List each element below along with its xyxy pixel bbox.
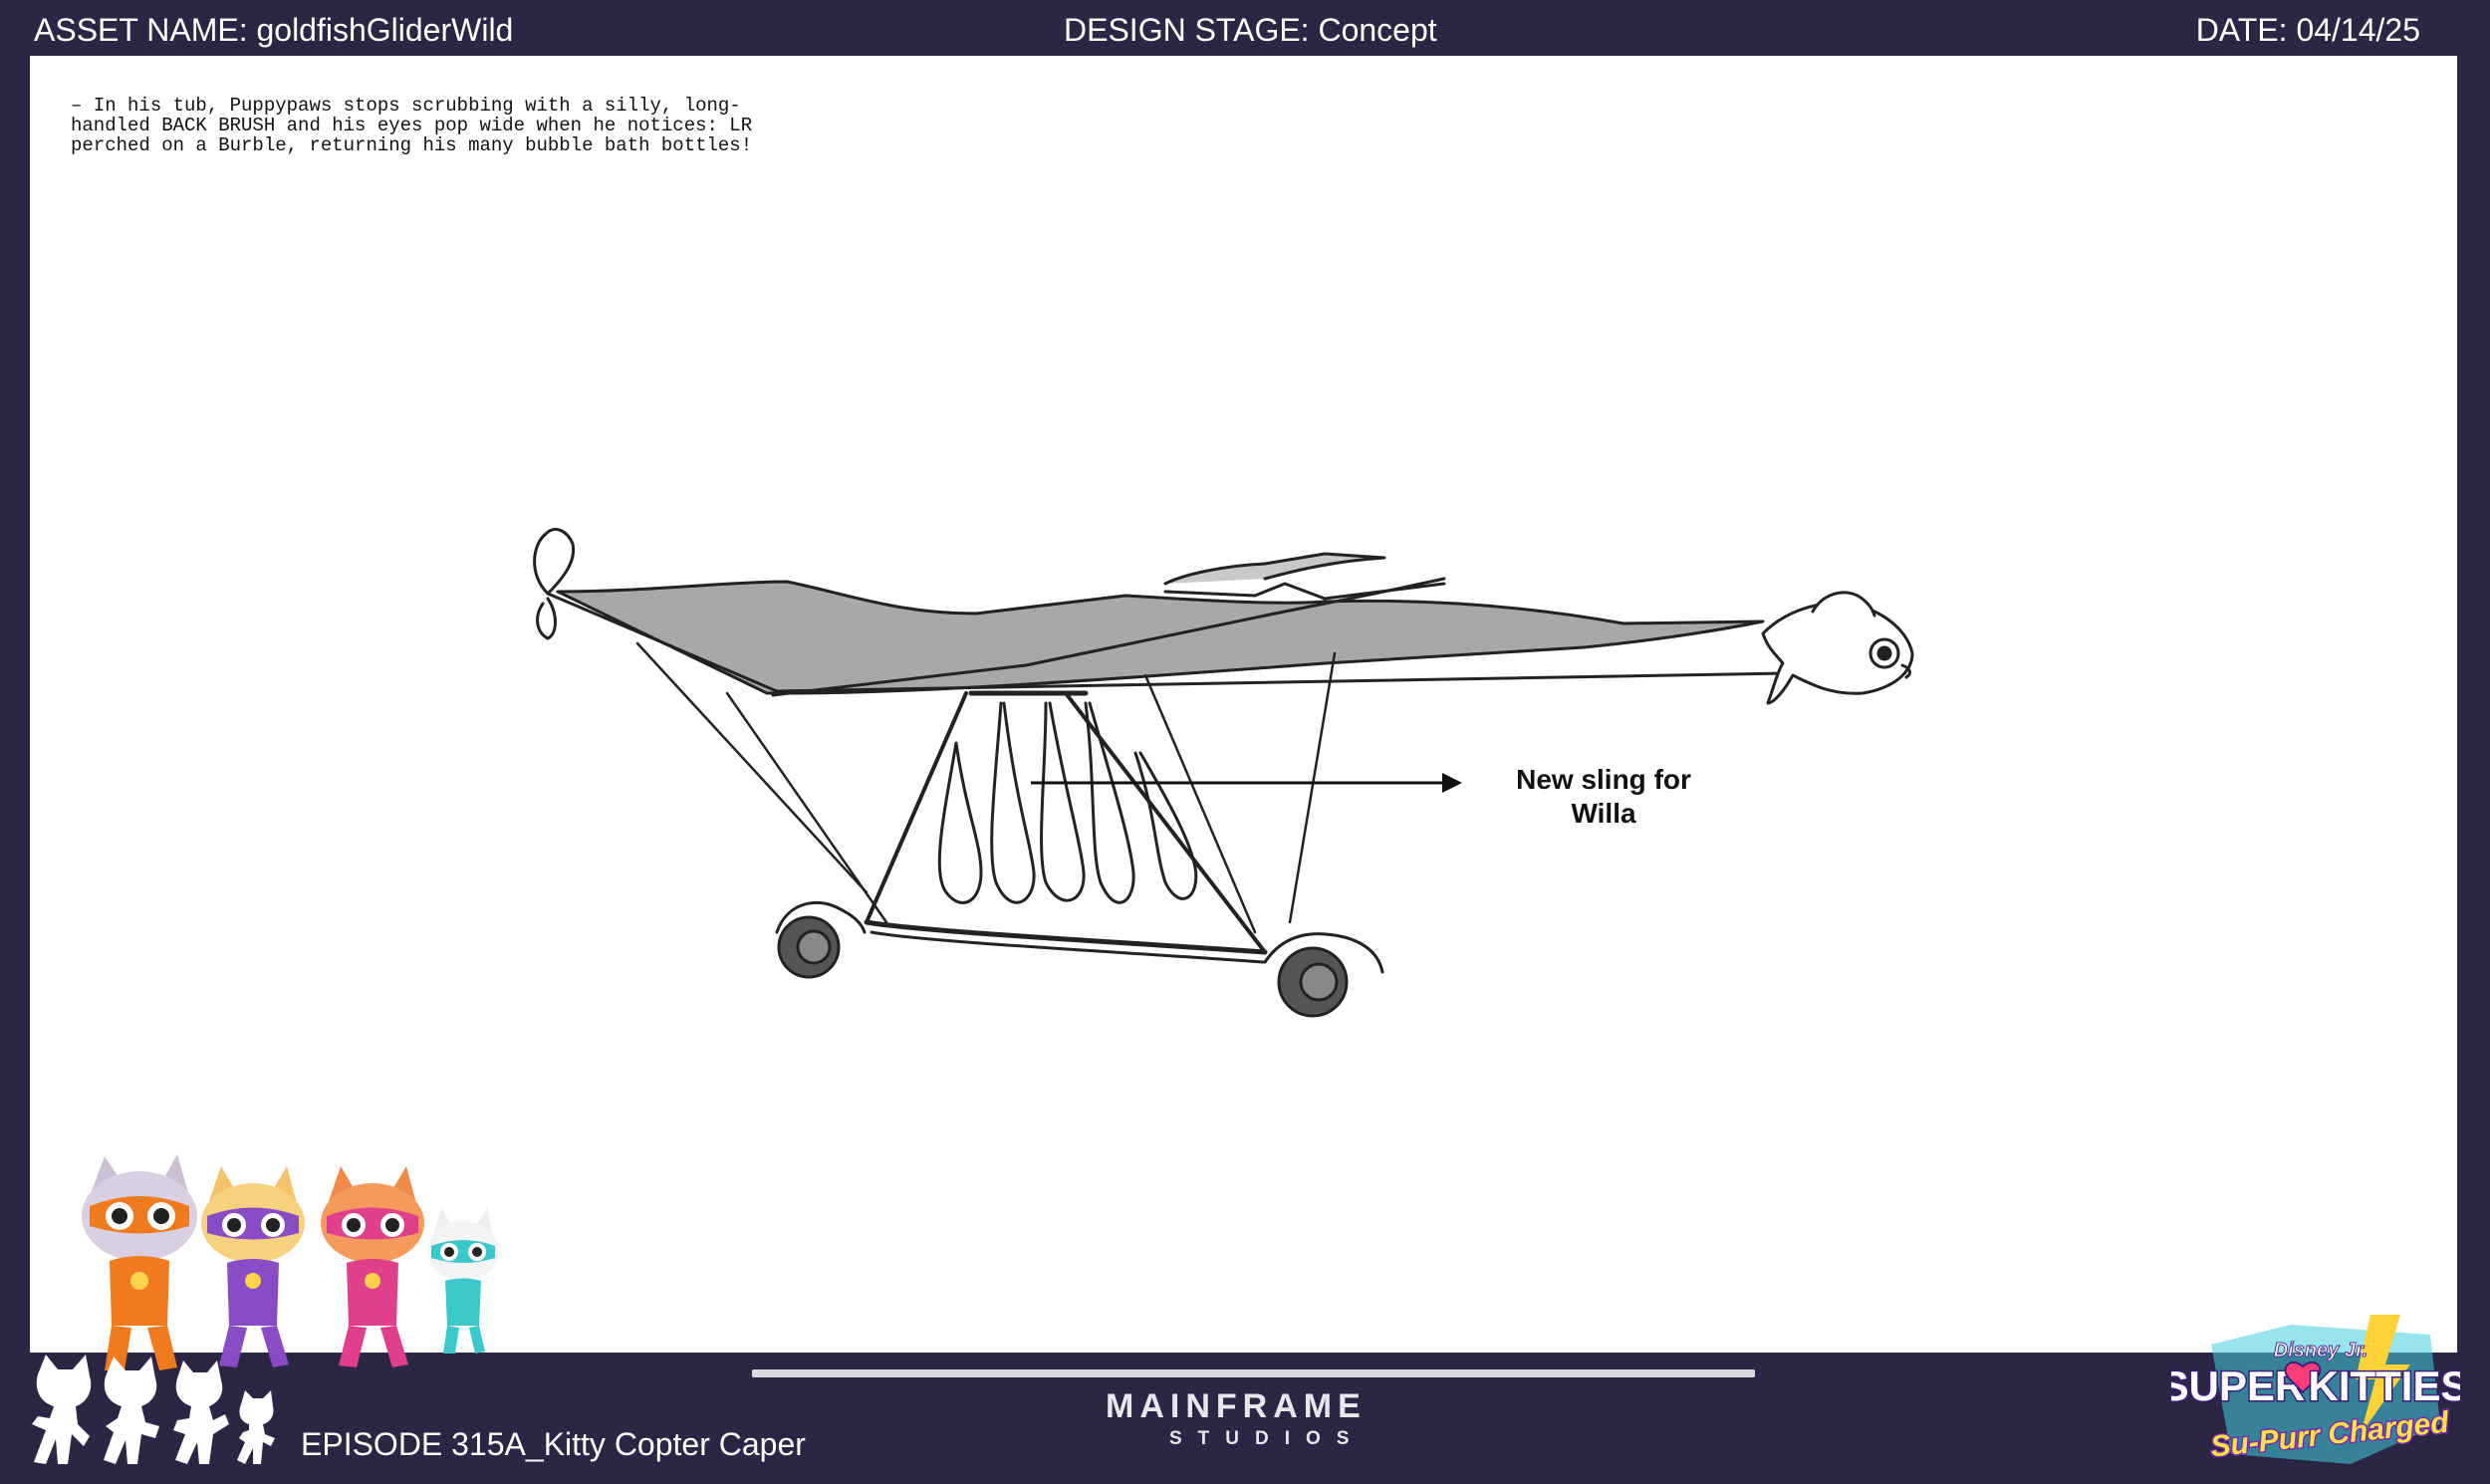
callout-line-2: Willa <box>1571 798 1636 829</box>
goldfish-glider-drawing <box>533 528 1914 1018</box>
character-lineup <box>50 1146 498 1405</box>
sling-callout: New sling for Willa <box>1454 763 1753 831</box>
logo-title-right: KITTIES <box>2308 1362 2460 1409</box>
progress-bar <box>752 1369 1755 1377</box>
date-label: DATE: 04/14/25 <box>2195 12 2420 48</box>
header-bar: ASSET NAME: goldfishGliderWild DESIGN ST… <box>0 0 2490 56</box>
script-note: – In his tub, Puppypaws stops scrubbing … <box>71 95 753 156</box>
asset-name: ASSET NAME: goldfishGliderWild <box>34 12 514 48</box>
drawing-sheet: – In his tub, Puppypaws stops scrubbing … <box>30 56 2457 1370</box>
progress-fill <box>752 1369 1755 1377</box>
kitty-characters-image <box>82 1154 498 1370</box>
design-stage: DESIGN STAGE: Concept <box>1064 12 1437 48</box>
arrow-icon <box>1031 773 1462 793</box>
super-kitties-logo: Disney Jr. SUPER KITTIES Su-Purr Charged <box>2171 1315 2460 1465</box>
kitty-silhouette-icon <box>32 1355 275 1464</box>
callout-line-1: New sling for <box>1516 764 1691 795</box>
studio-logo-sub: STUDIOS <box>1169 1428 1366 1449</box>
episode-title: EPISODE 315A_Kitty Copter Caper <box>301 1426 806 1462</box>
studio-logo: MAINFRAME <box>1106 1387 1367 1425</box>
logo-brand: Disney Jr. <box>2274 1340 2368 1361</box>
logo-title-left: SUPER <box>2171 1362 2305 1409</box>
